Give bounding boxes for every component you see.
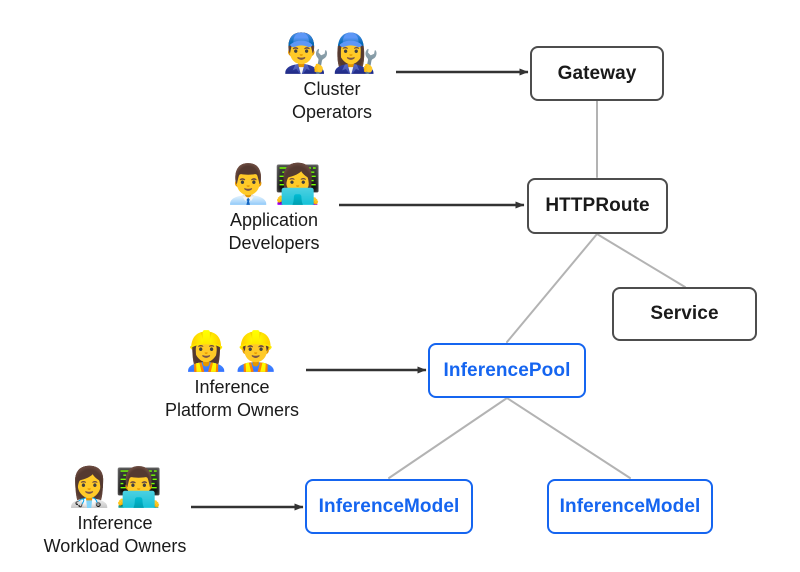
persona-cluster-operators-line2: Operators (291, 102, 373, 122)
persona-application-developers-line1: Application (229, 210, 319, 230)
node-service[interactable]: Service (612, 287, 757, 341)
persona-inference-workload-owners-line1: Inference (77, 513, 153, 533)
node-inferencemodel-left-label: InferenceModel (318, 495, 460, 517)
persona-inference-platform-owners-line1: Inference (194, 377, 270, 397)
node-inferencemodel-right[interactable]: InferenceModel (547, 479, 713, 534)
node-inferencemodel-right-label: InferenceModel (559, 495, 701, 517)
man-mechanic-icon woman-mechanic-icon: 👨‍🔧👩‍🔧 (282, 33, 382, 75)
edge-httproute-service (596, 233, 686, 288)
node-gateway-label: Gateway (557, 62, 637, 84)
persona-inference-workload-owners: 👩‍⚕️👨‍💻 Inference Workload Owners (5, 466, 225, 558)
persona-inference-platform-owners-line2: Platform Owners (164, 400, 300, 420)
node-service-label: Service (650, 303, 719, 324)
node-inferencepool[interactable]: InferencePool (428, 343, 586, 398)
node-inferencemodel-left[interactable]: InferenceModel (305, 479, 473, 534)
woman-health-worker-icon man-technologist-icon: 👩‍⚕️👨‍💻 (65, 467, 165, 509)
node-gateway[interactable]: Gateway (530, 46, 664, 101)
node-httproute[interactable]: HTTPRoute (527, 178, 668, 234)
edge-inferencepool-inferencemodel-right (506, 397, 631, 479)
persona-cluster-operators: 👨‍🔧👩‍🔧 Cluster Operators (222, 32, 442, 124)
woman-construction-worker-icon man-construction-worker-icon: 👷‍♀️👷‍♂️ (182, 331, 282, 373)
persona-inference-workload-owners-line2: Workload Owners (43, 536, 187, 556)
man-office-worker-icon woman-technologist-icon: 👨‍💼👩‍💻 (224, 164, 324, 206)
node-inferencepool-label: InferencePool (443, 359, 571, 381)
persona-inference-platform-owners: 👷‍♀️👷‍♂️ Inference Platform Owners (122, 330, 342, 422)
persona-application-developers-line2: Developers (228, 233, 320, 253)
edge-httproute-inferencepool (506, 233, 598, 343)
edge-inferencepool-inferencemodel-left (388, 397, 508, 479)
node-httproute-label: HTTPRoute (545, 195, 650, 216)
persona-cluster-operators-line1: Cluster (303, 79, 361, 99)
persona-application-developers: 👨‍💼👩‍💻 Application Developers (164, 163, 384, 255)
